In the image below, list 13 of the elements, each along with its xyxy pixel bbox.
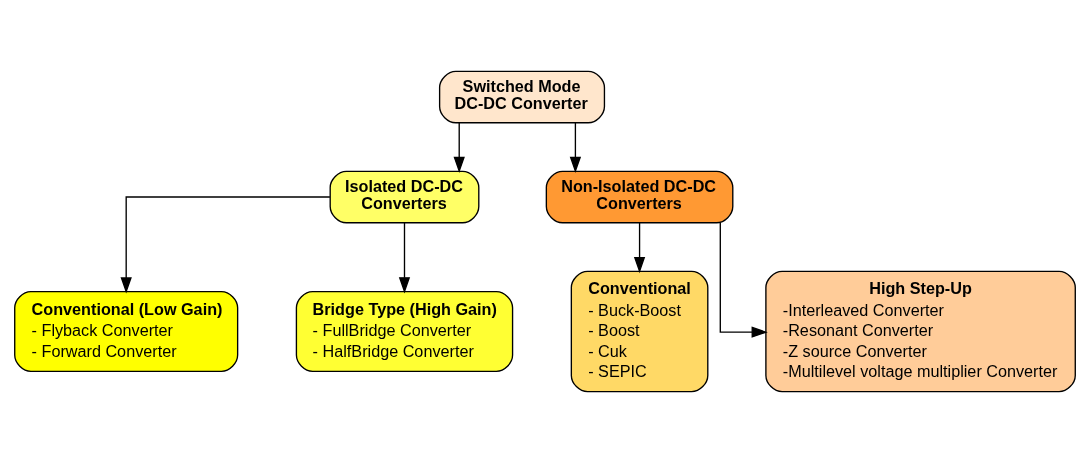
arrow (453, 122, 465, 174)
arrow (120, 196, 331, 294)
arrow (719, 222, 768, 338)
arrow (398, 222, 411, 294)
node-box: Isolated DC-DC Converters (329, 170, 480, 224)
arrow (633, 222, 646, 274)
node-box: Conventional (Low Gain) - Flyback Converter - Forward Converter (14, 290, 239, 372)
node-box: Switched Mode DC-DC Converter (438, 70, 606, 124)
node-box: Conventional - Buck-Boost - Boost - Cuk - SEPIC (570, 270, 709, 393)
node-box: High Step-Up -Interleaved Converter -Resonant Converter -Z source Converter -Multilevel voltage multiplier Converter (765, 270, 1076, 393)
node-box: Non-Isolated DC-DC Converters (545, 170, 734, 224)
arrow (569, 122, 582, 174)
node-box: Bridge Type (High Gain) - FullBridge Converter - HalfBridge Converter (295, 290, 514, 372)
